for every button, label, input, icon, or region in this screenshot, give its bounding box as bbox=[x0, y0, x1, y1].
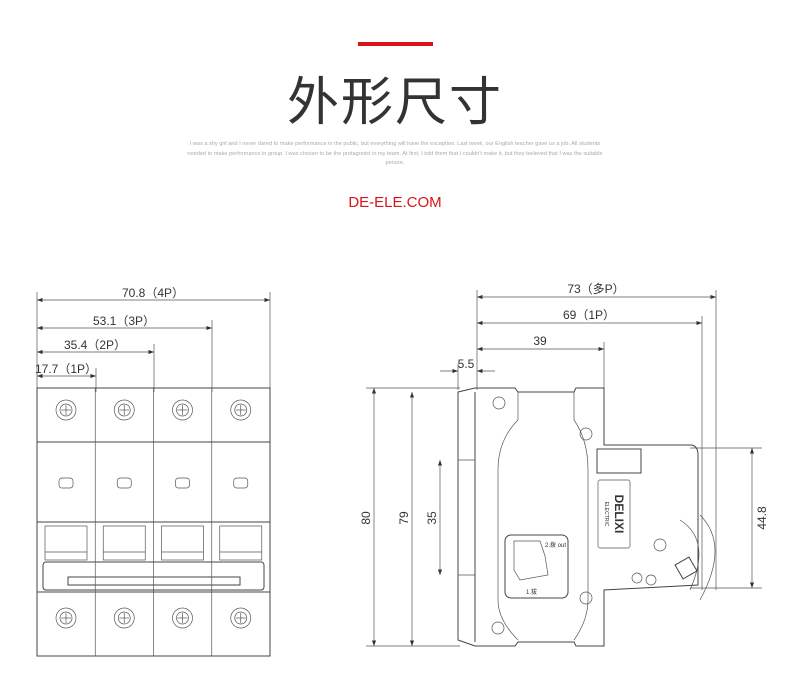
dim-69: 69（1P） bbox=[563, 308, 615, 322]
dim-44-8: 44.8 bbox=[755, 506, 769, 530]
screw-icon bbox=[230, 607, 252, 629]
indicator-window bbox=[116, 477, 132, 489]
handle bbox=[161, 525, 204, 561]
dim-73: 73（多P） bbox=[567, 282, 624, 296]
handle bbox=[102, 525, 146, 561]
accent-bar bbox=[358, 42, 433, 46]
page-title: 外形尺寸 bbox=[286, 73, 503, 133]
screw-icon bbox=[55, 607, 77, 629]
dim-5-5: 5.5 bbox=[458, 357, 475, 371]
website-link[interactable]: DE-ELE.COM bbox=[348, 194, 442, 211]
dim-4p: 70.8（4P） bbox=[122, 286, 184, 300]
screw-icon bbox=[172, 399, 193, 421]
brand-sub: ELECTRIC bbox=[603, 502, 609, 527]
instruction-step2: 2.拨 out bbox=[545, 541, 566, 549]
dim-39: 39 bbox=[533, 334, 547, 348]
brand-logo: DELIXI bbox=[612, 495, 626, 534]
indicator-window bbox=[58, 477, 74, 489]
indicator-window bbox=[175, 477, 190, 489]
instruction-step1: 1.拔 bbox=[526, 588, 537, 596]
screw-icon bbox=[55, 399, 77, 421]
screw-icon bbox=[230, 399, 252, 421]
decorative-paragraph: I was a shy girl and I never dared to ma… bbox=[187, 141, 603, 166]
indicator-window bbox=[233, 477, 249, 489]
handle bbox=[219, 525, 263, 561]
dim-35: 35 bbox=[425, 511, 439, 525]
handle bbox=[44, 525, 88, 561]
dim-79: 79 bbox=[397, 511, 411, 525]
screw-icon bbox=[172, 607, 193, 629]
side-view: 73（多P） 69（1P） 39 5.5 80 79 35 44.8 bbox=[359, 282, 769, 647]
dim-1p: 17.7（1P） bbox=[35, 362, 97, 376]
dim-3p: 53.1（3P） bbox=[93, 314, 155, 328]
front-view: 70.8（4P） 53.1（3P） 35.4（2P） 17.7（1P） bbox=[35, 286, 271, 657]
dim-2p: 35.4（2P） bbox=[64, 338, 126, 352]
screw-icon bbox=[113, 607, 135, 629]
dim-80: 80 bbox=[359, 511, 373, 525]
screw-icon bbox=[113, 399, 135, 421]
